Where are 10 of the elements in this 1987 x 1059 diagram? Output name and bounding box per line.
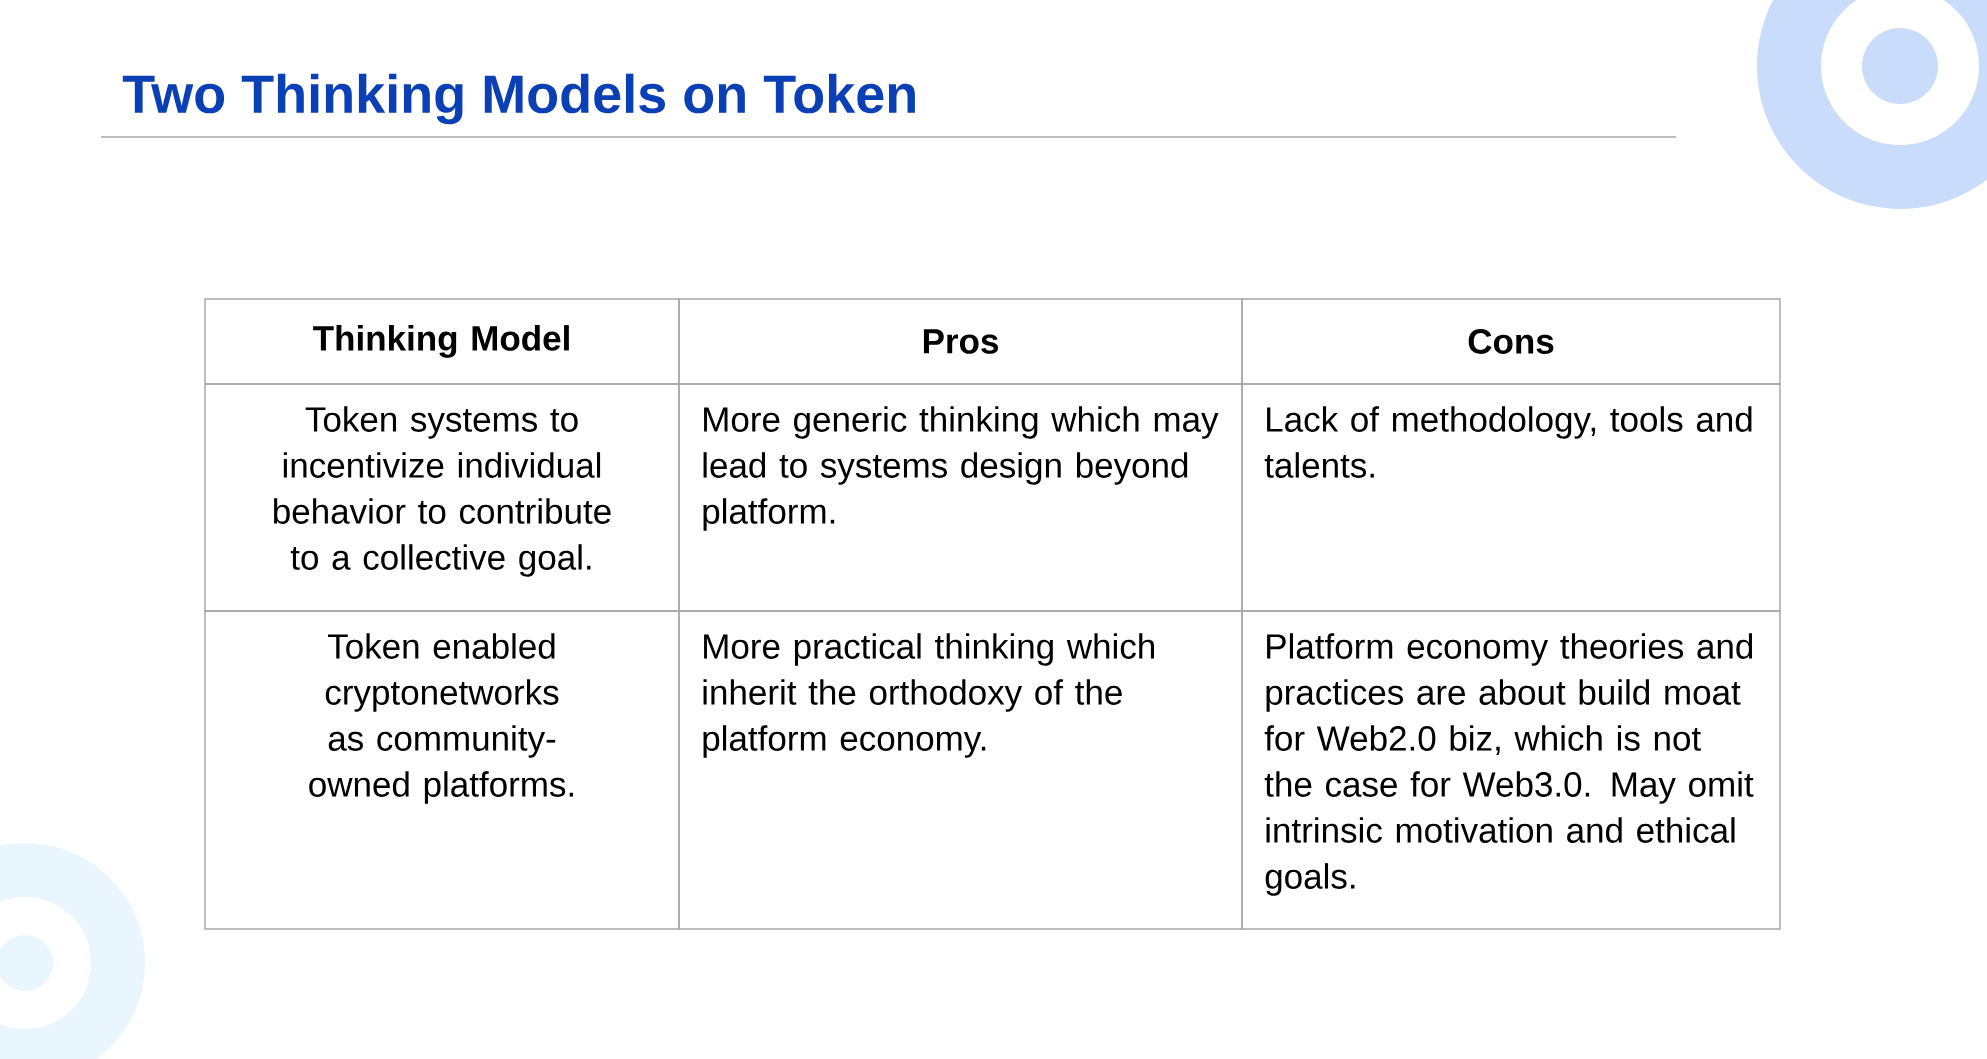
table-header-cell: Cons [1241, 298, 1781, 385]
table-cell: Token enabled cryptonetworks as community-owned platforms. [204, 610, 680, 930]
table-header-cell: Thinking Model [204, 298, 680, 385]
table-cell: Token systems to incentivize individual behavior to contribute to a collective goal. [204, 383, 680, 612]
table-cell: More practical thinking which inherit the orthodoxy of the platform economy. [678, 610, 1243, 930]
table-header-cell: Pros [678, 298, 1243, 385]
table-cell: Lack of methodology, tools and talents. [1241, 383, 1781, 612]
table-cell: Platform economy theories and practices are about build moat for Web2.0 biz, which is not the case for Web3.0. May omit intrinsic motivation and ethical goals. [1241, 610, 1781, 930]
table-cell: More generic thinking which may lead to systems design beyond platform. [678, 383, 1243, 612]
slide-title: Two Thinking Models on Token [122, 73, 915, 125]
